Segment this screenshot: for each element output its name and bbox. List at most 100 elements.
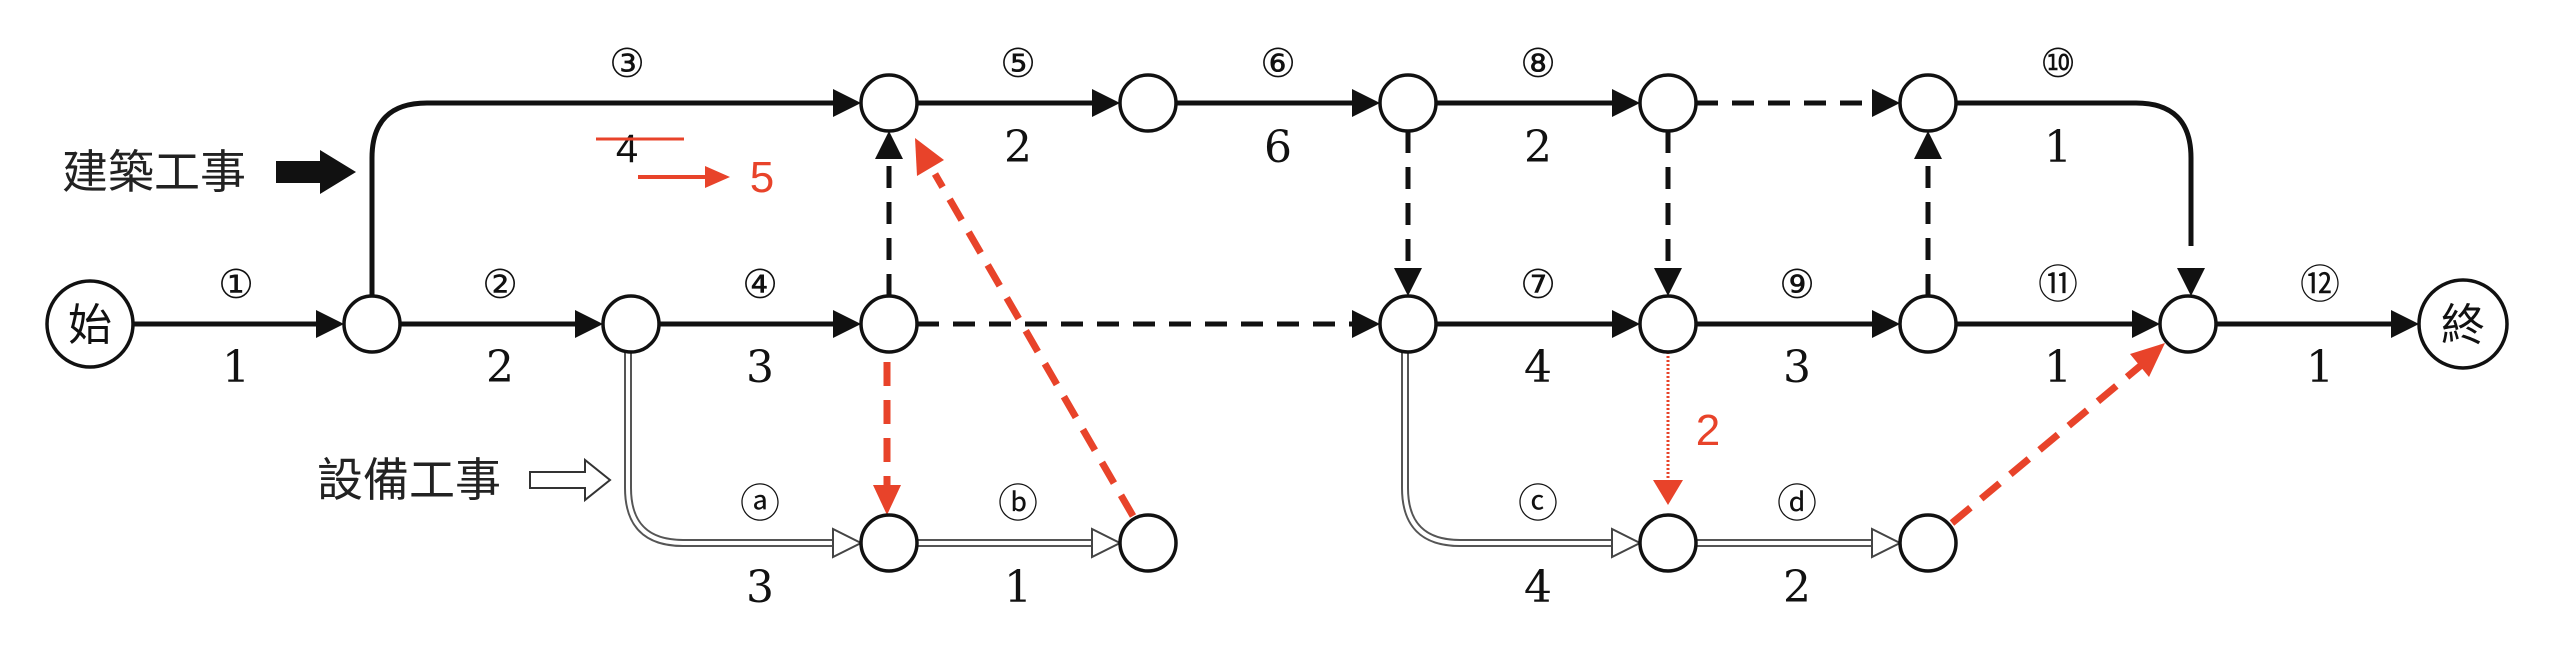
activity-labels: ① ② ③ ④ ⑤ ⑥ ⑦ ⑧ ⑨ ⑩ ⑪ ⑫ ⓐ ⓑ ⓒ ⓓ 1 2 4 3 … bbox=[218, 41, 2340, 613]
activity-id-a: ⓐ bbox=[740, 481, 780, 527]
red-arrowhead-down bbox=[873, 485, 901, 515]
activity-id-5: ⑤ bbox=[1000, 41, 1036, 87]
arrowhead-3 bbox=[833, 89, 861, 117]
duration-1: 1 bbox=[222, 342, 250, 393]
annotations: 5 2 bbox=[596, 137, 2165, 526]
duration-a: 3 bbox=[746, 562, 774, 613]
start-node[interactable] bbox=[45, 279, 135, 369]
arrowhead-7 bbox=[1612, 310, 1640, 338]
hollow-arrow-icon bbox=[529, 457, 612, 503]
hollow-arrowhead-a bbox=[832, 527, 864, 559]
end-node[interactable] bbox=[2417, 278, 2509, 370]
activity-id-12: ⑫ bbox=[2300, 262, 2340, 308]
node[interactable] bbox=[1638, 294, 1698, 354]
activity-id-8: ⑧ bbox=[1520, 41, 1556, 87]
activity-3-line bbox=[369, 100, 838, 296]
activity-id-6: ⑥ bbox=[1260, 41, 1296, 87]
duration-11: 1 bbox=[2044, 342, 2072, 393]
activity-c-line bbox=[1401, 352, 1617, 547]
node[interactable] bbox=[1898, 73, 1958, 133]
node[interactable] bbox=[2158, 294, 2218, 354]
node[interactable] bbox=[601, 294, 661, 354]
solid-arrow-icon bbox=[276, 150, 356, 194]
arrowhead-10 bbox=[2177, 268, 2205, 296]
arrowhead-8 bbox=[1612, 89, 1640, 117]
node[interactable] bbox=[1638, 73, 1698, 133]
duration-12: 1 bbox=[2306, 342, 2334, 393]
duration-3-original: 4 bbox=[616, 127, 638, 171]
activity-id-2: ② bbox=[482, 262, 518, 308]
red-dummy-b2-to-t1 bbox=[931, 172, 1137, 518]
dummy-activities bbox=[886, 100, 1931, 327]
architecture-arrowheads bbox=[316, 89, 2419, 338]
dummy-arrowheads bbox=[875, 89, 1942, 338]
equipment-legend-label: 設備工事 bbox=[317, 453, 501, 507]
lag-value: 2 bbox=[1696, 406, 1720, 455]
node[interactable] bbox=[1898, 513, 1958, 573]
arrowhead-9 bbox=[1872, 310, 1900, 338]
arrowhead-5 bbox=[1092, 89, 1120, 117]
node[interactable] bbox=[1898, 294, 1958, 354]
node[interactable] bbox=[859, 513, 919, 573]
activity-a-line bbox=[624, 352, 838, 547]
hollow-arrowhead-b bbox=[1091, 527, 1123, 559]
duration-7: 4 bbox=[1524, 342, 1552, 393]
activity-id-b: ⓑ bbox=[998, 481, 1038, 527]
node[interactable] bbox=[1118, 73, 1178, 133]
dummy-arrowhead-up-2 bbox=[1914, 131, 1942, 159]
duration-10: 1 bbox=[2044, 122, 2072, 173]
activity-id-9: ⑨ bbox=[1779, 262, 1815, 308]
activity-id-1: ① bbox=[218, 262, 254, 308]
activity-id-3: ③ bbox=[609, 41, 645, 87]
activity-10-line bbox=[1956, 100, 2194, 246]
red-arrowhead-diag-up bbox=[915, 138, 944, 176]
duration-c: 4 bbox=[1524, 562, 1552, 613]
dummy-arrowhead-right-1 bbox=[1352, 310, 1380, 338]
duration-d: 2 bbox=[1783, 562, 1811, 613]
arrowhead-1 bbox=[316, 310, 344, 338]
dummy-arrowhead-down-1 bbox=[1394, 268, 1422, 296]
activity-id-4: ④ bbox=[742, 262, 778, 308]
arrowhead-11 bbox=[2132, 310, 2160, 338]
duration-2: 2 bbox=[486, 342, 514, 393]
activity-id-7: ⑦ bbox=[1520, 262, 1556, 308]
revised-duration-3: 5 bbox=[750, 153, 774, 202]
dummy-arrowhead-down-2 bbox=[1654, 268, 1682, 296]
start-node-label: 始 bbox=[68, 300, 112, 351]
equipment-arrowheads bbox=[832, 527, 1903, 559]
node[interactable] bbox=[1378, 294, 1438, 354]
node[interactable] bbox=[342, 294, 402, 354]
duration-5: 2 bbox=[1004, 122, 1032, 173]
activity-id-c: ⓒ bbox=[1518, 481, 1558, 527]
node[interactable] bbox=[859, 73, 919, 133]
architecture-legend-label: 建築工事 bbox=[62, 145, 246, 199]
node[interactable] bbox=[1638, 513, 1698, 573]
duration-9: 3 bbox=[1783, 342, 1811, 393]
node[interactable] bbox=[859, 294, 919, 354]
red-dummy-b4-to-m7 bbox=[1949, 359, 2148, 526]
arrowhead-2 bbox=[575, 310, 603, 338]
equipment-activities bbox=[624, 352, 1877, 547]
arrowhead-6 bbox=[1352, 89, 1380, 117]
legend: 建築工事 設備工事 bbox=[62, 145, 612, 507]
dummy-arrowhead-up-1 bbox=[875, 131, 903, 159]
nodes bbox=[45, 73, 2509, 573]
activity-id-d: ⓓ bbox=[1777, 481, 1817, 527]
duration-b: 1 bbox=[1004, 562, 1032, 613]
node[interactable] bbox=[1378, 73, 1438, 133]
hollow-arrowhead-d bbox=[1871, 527, 1903, 559]
duration-4: 3 bbox=[746, 342, 774, 393]
arrowhead-12 bbox=[2391, 310, 2419, 338]
hollow-arrowhead-c bbox=[1611, 527, 1643, 559]
red-arrowhead-diag-up-right bbox=[2130, 343, 2165, 377]
architecture-activities bbox=[133, 100, 2392, 327]
node[interactable] bbox=[1118, 513, 1178, 573]
duration-6: 6 bbox=[1264, 122, 1292, 173]
end-node-label: 終 bbox=[2441, 300, 2485, 351]
red-arrowhead-lag bbox=[1653, 480, 1683, 505]
duration-8: 2 bbox=[1524, 122, 1552, 173]
arrowhead-4 bbox=[833, 310, 861, 338]
activity-id-11: ⑪ bbox=[2038, 262, 2078, 308]
activity-id-10: ⑩ bbox=[2040, 41, 2076, 87]
